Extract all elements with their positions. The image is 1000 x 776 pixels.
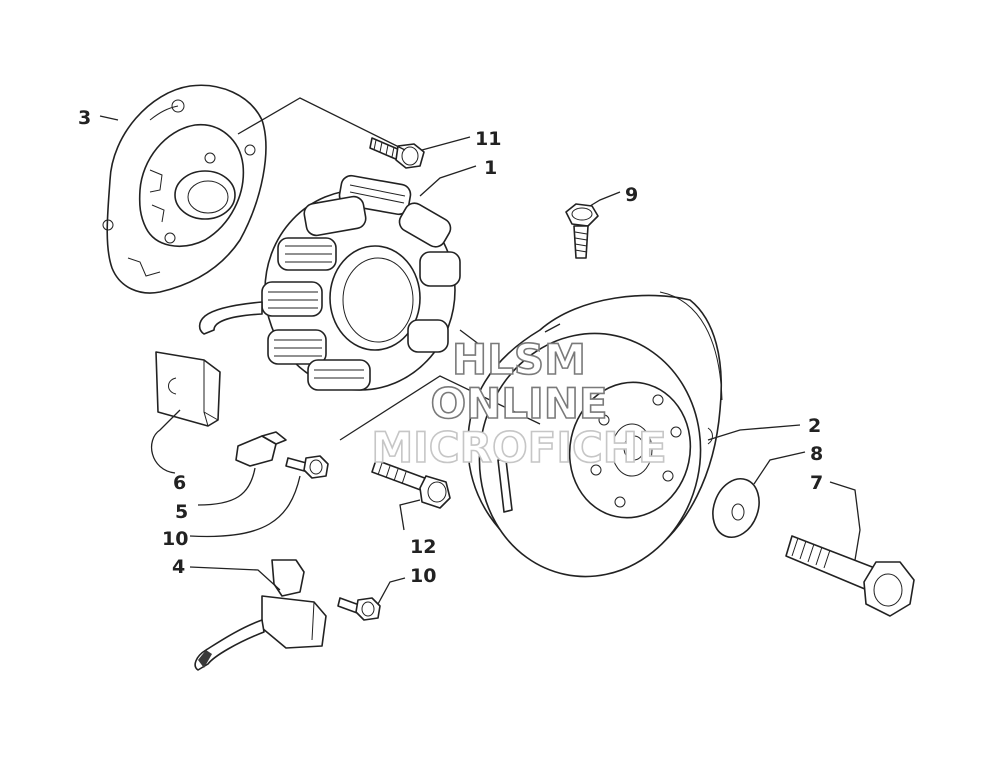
callout-10-upper: 10 (162, 528, 188, 550)
callout-labels: 1 2 3 4 5 6 7 8 9 10 10 11 12 (78, 107, 823, 587)
part-9-bolt (565, 203, 599, 259)
part-1-stator (198, 174, 461, 391)
part-11-bolt (369, 137, 425, 169)
part-10-screw-upper (285, 455, 329, 479)
callout-10-lower: 10 (410, 565, 436, 587)
callout-8: 8 (810, 443, 823, 465)
watermark-line-1: HLSM (452, 335, 586, 384)
watermark-line-3: MICROFICHE (371, 423, 666, 472)
leader-lines (99, 97, 861, 605)
part-3-stator-cover (102, 84, 267, 294)
part-10-screw-lower (337, 597, 381, 621)
callout-12: 12 (410, 536, 436, 558)
callout-4: 4 (172, 556, 185, 578)
callout-7: 7 (810, 472, 823, 494)
part-6-pad (155, 351, 221, 427)
part-2-flywheel (467, 291, 723, 578)
part-4-sensor (194, 559, 327, 671)
part-7-bolt (785, 535, 915, 617)
part-12-bolt (371, 459, 451, 509)
callout-6: 6 (173, 472, 186, 494)
callout-5: 5 (175, 501, 188, 523)
callout-1: 1 (484, 157, 497, 179)
part-5-clip (235, 431, 287, 467)
callout-3: 3 (78, 107, 91, 129)
part-8-washer (712, 478, 760, 538)
watermark-line-2: ONLINE (430, 379, 607, 428)
callout-2: 2 (808, 415, 821, 437)
callout-9: 9 (625, 184, 638, 206)
watermark: HLSM ONLINE MICROFICHE (371, 334, 668, 473)
callout-11: 11 (475, 128, 501, 150)
